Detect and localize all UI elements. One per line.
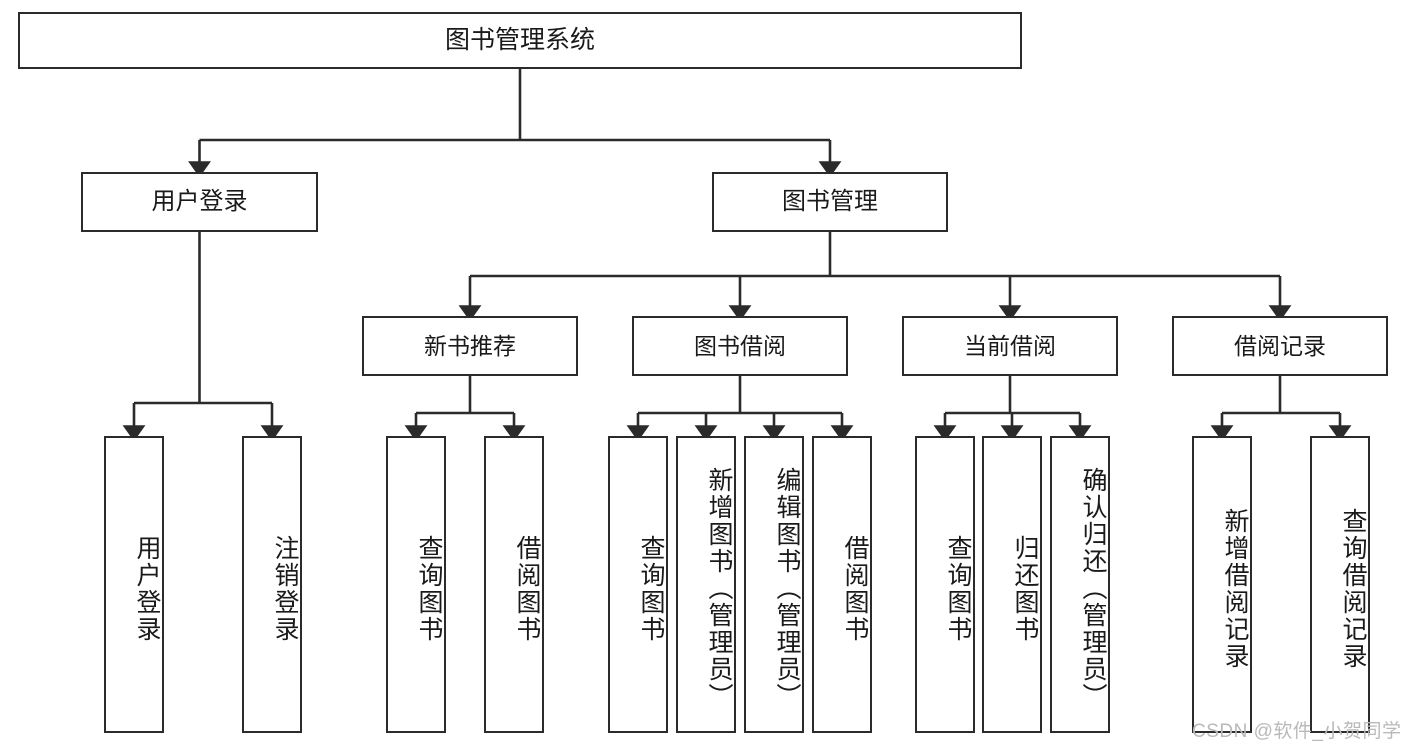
node-level2-1[interactable]: 图书管理 <box>712 172 948 232</box>
node-level3-2[interactable]: 当前借阅 <box>902 316 1118 376</box>
node-label: 确认归还（管理员） <box>1079 467 1107 710</box>
node-leaf-1[interactable]: 注销登录 <box>242 436 302 733</box>
node-label: 注销登录 <box>271 534 299 643</box>
node-label: 用户登录 <box>133 534 161 643</box>
node-label: 图书管理 <box>782 188 878 216</box>
node-leaf-3[interactable]: 借阅图书 <box>484 436 544 733</box>
node-leaf-9[interactable]: 归还图书 <box>982 436 1042 733</box>
node-leaf-5[interactable]: 新增图书（管理员） <box>676 436 736 733</box>
node-label: 查询图书 <box>944 534 972 643</box>
node-leaf-2[interactable]: 查询图书 <box>386 436 446 733</box>
node-label: 新增图书（管理员） <box>705 467 733 710</box>
node-label: 图书借阅 <box>694 332 786 359</box>
node-leaf-0[interactable]: 用户登录 <box>104 436 164 733</box>
node-leaf-8[interactable]: 查询图书 <box>915 436 975 733</box>
node-label: 借阅图书 <box>513 534 541 643</box>
node-leaf-11[interactable]: 新增借阅记录 <box>1192 436 1252 733</box>
node-leaf-6[interactable]: 编辑图书（管理员） <box>744 436 804 733</box>
node-label: 借阅记录 <box>1234 332 1326 359</box>
node-level2-0[interactable]: 用户登录 <box>81 172 318 232</box>
node-label: 归还图书 <box>1011 534 1039 643</box>
csdn-watermark: CSDN @软件_小贺同学 <box>1192 721 1402 742</box>
node-label: 编辑图书（管理员） <box>773 467 801 710</box>
node-leaf-12[interactable]: 查询借阅记录 <box>1310 436 1370 733</box>
node-leaf-10[interactable]: 确认归还（管理员） <box>1050 436 1110 733</box>
node-label: 新增借阅记录 <box>1221 507 1249 670</box>
node-label: 用户登录 <box>151 188 248 216</box>
node-label: 借阅图书 <box>841 534 869 643</box>
node-label: 查询图书 <box>637 534 665 643</box>
node-leaf-7[interactable]: 借阅图书 <box>812 436 872 733</box>
node-label: 当前借阅 <box>964 332 1056 359</box>
node-label: 图书管理系统 <box>444 26 595 55</box>
node-label: 查询借阅记录 <box>1339 507 1367 670</box>
node-label: 查询图书 <box>415 534 443 643</box>
node-leaf-4[interactable]: 查询图书 <box>608 436 668 733</box>
node-label: 新书推荐 <box>424 332 516 359</box>
node-level3-0[interactable]: 新书推荐 <box>362 316 578 376</box>
node-level3-1[interactable]: 图书借阅 <box>632 316 848 376</box>
node-level3-3[interactable]: 借阅记录 <box>1172 316 1388 376</box>
node-root-system[interactable]: 图书管理系统 <box>18 12 1022 69</box>
